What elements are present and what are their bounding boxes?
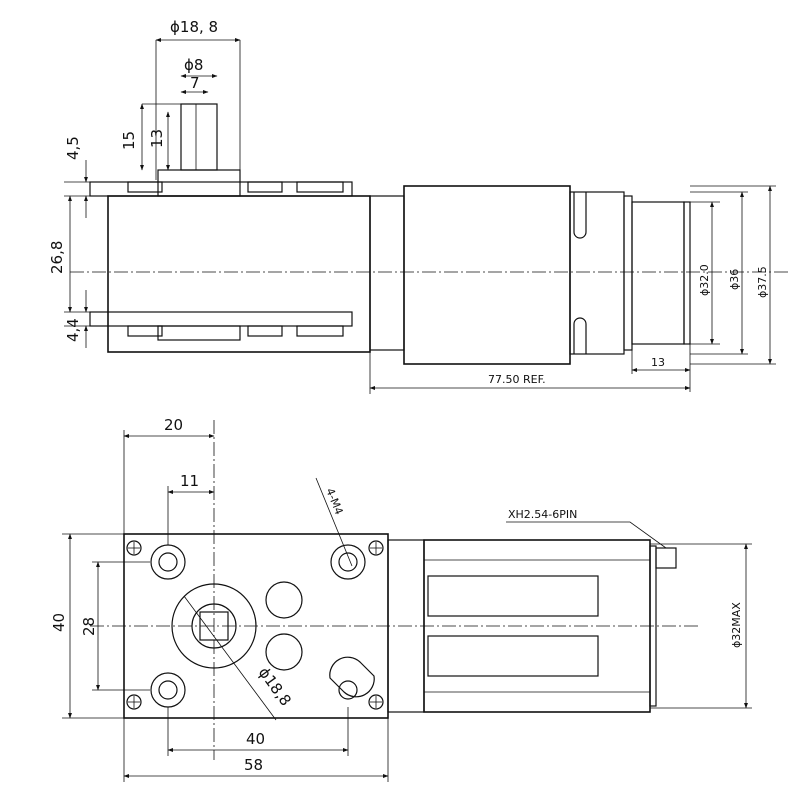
bottom-flange (89, 311, 353, 327)
front-view: 20 11 4-M4 40 28 ϕ18,8 40 58 XH2.54-6PIN… (50, 416, 752, 782)
dim-motor-max: ϕ32MAX (730, 602, 743, 648)
top-flange (89, 181, 353, 197)
dim-hub-dia-front: ϕ18,8 (255, 664, 295, 710)
dim-thread: 4-M4 (323, 486, 345, 516)
connector-label: XH2.54-6PIN (508, 508, 577, 521)
dim-mount-spacing: 40 (246, 730, 265, 748)
dim-gearbox-h: 26,8 (48, 241, 66, 274)
dim-flat-len: 13 (148, 129, 166, 148)
dim-shaft-len: 15 (120, 131, 138, 150)
gearbox-body (107, 195, 371, 353)
dim-shaft-offset: 11 (180, 472, 199, 490)
dim-max-dia: ϕ37.5 (756, 266, 769, 298)
output-shaft (180, 103, 218, 171)
dim-height: 40 (50, 613, 68, 632)
output-hub-front (171, 583, 257, 669)
dim-ref-len: 77.50 REF. (488, 373, 546, 386)
dim-hole-x: 20 (164, 416, 183, 434)
dim-can-dia: ϕ32.0 (698, 264, 711, 296)
dim-top-thk: 4,5 (64, 136, 82, 160)
output-hub (157, 169, 241, 197)
dim-hole-y: 28 (80, 617, 98, 636)
dim-flat: 7 (190, 74, 200, 92)
dim-bottom-thk: 4,4 (64, 318, 82, 342)
dim-end-len: 13 (651, 356, 665, 369)
dim-width: 58 (244, 756, 263, 774)
dim-hub-dia: ϕ18, 8 (170, 18, 218, 36)
dim-shaft-dia: ϕ8 (184, 56, 203, 74)
motor-can (403, 185, 571, 365)
side-view: ϕ18, 8 ϕ8 7 15 13 4,5 26,8 4,4 ϕ32.0 ϕ36 (48, 18, 790, 394)
connector (655, 547, 677, 569)
dim-body-dia: ϕ36 (728, 269, 741, 290)
corner-screws (126, 540, 384, 710)
slot (329, 656, 375, 698)
motor-end-cap (631, 201, 685, 345)
